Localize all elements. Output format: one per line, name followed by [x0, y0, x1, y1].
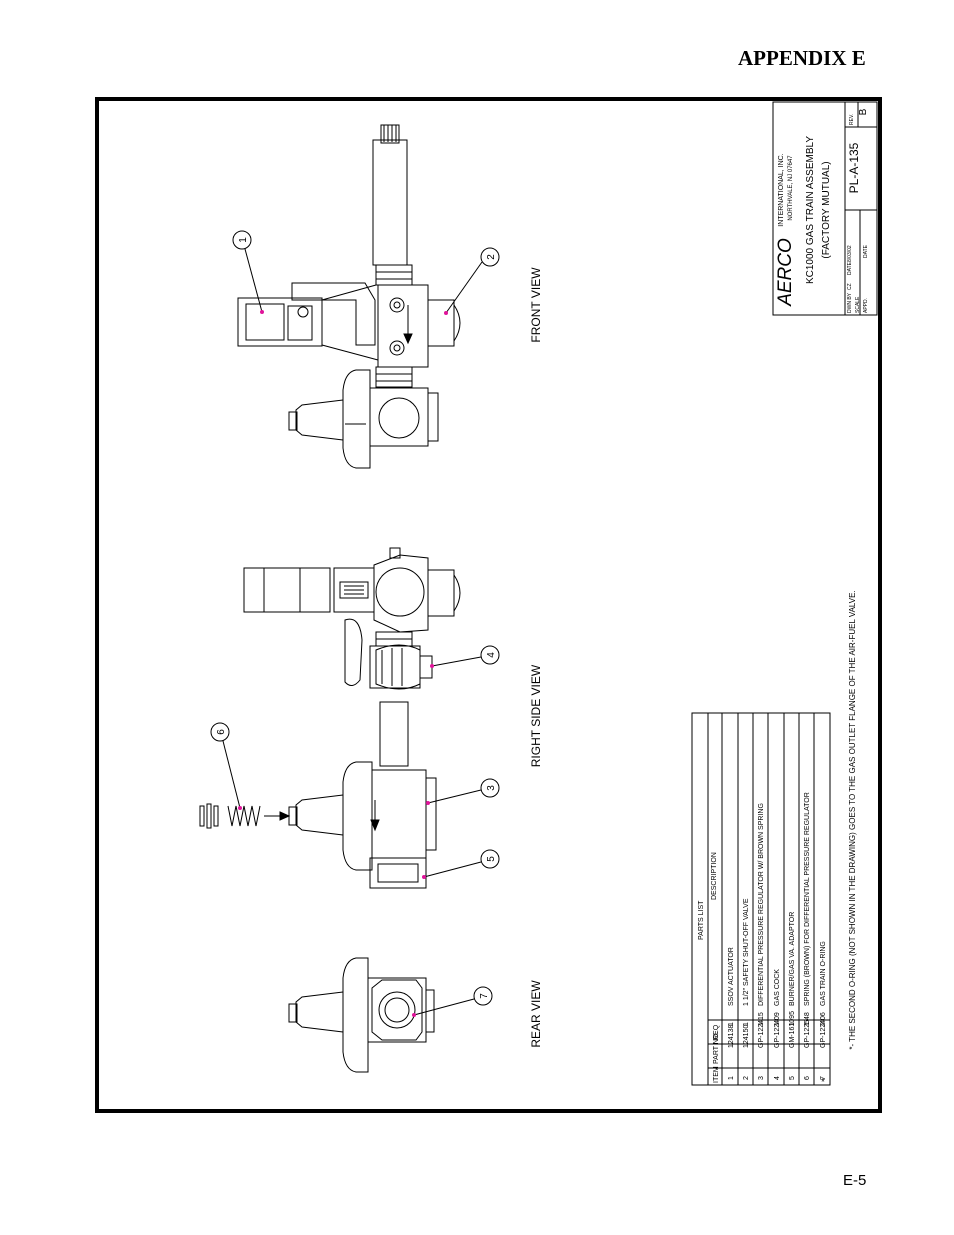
row-star: * [821, 1077, 825, 1088]
drawing-title-line1: KC1000 GAS TRAIN ASSEMBLY [805, 136, 816, 284]
parts-cell-description: DIFFERENTIAL PRESSURE REGULATOR W/ BROWN… [758, 803, 765, 1006]
right-side-view-label: RIGHT SIDE VIEW [529, 664, 543, 767]
parts-cell-part-no: 124150 [743, 1025, 750, 1048]
dwn-by-label: DWN BY [847, 292, 853, 313]
parts-cell-part-no: GP-122548 [804, 1012, 811, 1048]
appd-label: APPD. [863, 298, 869, 313]
parts-cell-description: GAS TRAIN O-RING [820, 941, 827, 1006]
dwn-by-value: CZ [847, 283, 853, 290]
parts-cell-item: 2 [743, 1076, 750, 1080]
balloon-7: 7 [479, 993, 490, 999]
balloon-2: 2 [486, 254, 497, 260]
parts-cell-part-no: GP-122415 [758, 1012, 765, 1048]
parts-cell-item: 7 [820, 1076, 827, 1080]
balloons [210, 230, 500, 1006]
company-address: NORTHVALE, NJ 07647 [788, 155, 794, 221]
parts-cell-part-no: GM-161095 [789, 1011, 796, 1048]
rev-label: REV. [849, 114, 855, 125]
appendix-title: APPENDIX E [738, 46, 866, 70]
drawing-frame [95, 97, 882, 1113]
parts-cell-req: 1 [804, 1022, 811, 1026]
parts-list-table [691, 712, 831, 1086]
parts-list-title: PARTS LIST [698, 900, 705, 940]
date-value: 8/03/02 [847, 245, 853, 262]
parts-cell-description: GAS COCK [774, 969, 781, 1006]
parts-cell-description: SPRING (BROWN) FOR DIFFERENTIAL PRESSURE… [804, 792, 811, 1006]
parts-cell-req: 1 [728, 1022, 735, 1026]
right-side-view-drawing [199, 547, 461, 889]
leader-lines [222, 248, 483, 1016]
parts-cell-description: SSOV ACTUATOR [728, 947, 735, 1006]
parts-cell-item: 6 [804, 1076, 811, 1080]
parts-cell-req: 1 [789, 1022, 796, 1026]
parts-cell-part-no: 124138 [728, 1025, 735, 1048]
parts-cell-item: 3 [758, 1076, 765, 1080]
header-req: REQ [713, 1024, 720, 1040]
rev-value: B [858, 108, 869, 115]
header-description: DESCRIPTION [711, 852, 718, 900]
drawing-note: *- THE SECOND O-RING (NOT SHOWN IN THE D… [848, 590, 857, 1049]
rear-view-label: REAR VIEW [529, 980, 543, 1048]
parts-cell-req: 2 [820, 1022, 827, 1026]
aerco-logo: AERCO [775, 238, 796, 307]
balloon-3: 3 [486, 785, 497, 791]
rear-view-drawing [288, 957, 435, 1073]
parts-cell-part-no: GP-122406 [820, 1012, 827, 1048]
balloon-1: 1 [238, 237, 249, 243]
parts-cell-req: 1 [758, 1022, 765, 1026]
scale-label: SCALE [855, 296, 861, 313]
parts-cell-req: 1 [743, 1022, 750, 1026]
leader-dots [238, 310, 448, 1017]
balloon-5: 5 [486, 856, 497, 862]
parts-cell-item: 4 [774, 1076, 781, 1080]
front-view-label: FRONT VIEW [529, 267, 543, 343]
balloon-6: 6 [216, 729, 227, 735]
header-item: ITEM [713, 1066, 720, 1083]
page-number: E-5 [843, 1172, 867, 1189]
title-block [772, 101, 878, 316]
date-label: DATE [847, 261, 853, 275]
parts-cell-description: BURNER/GAS VA. ADAPTOR [789, 912, 796, 1006]
parts-cell-part-no: GP-122409 [774, 1012, 781, 1048]
drawing-title-line2: (FACTORY MUTUAL) [821, 161, 832, 258]
company-name: INTERNATIONAL, INC. [778, 153, 785, 226]
parts-cell-req: 1 [774, 1022, 781, 1026]
parts-cell-description: 1 1/2" SAFETY SHUT-OFF VALVE [743, 898, 750, 1006]
front-view-drawing [237, 124, 461, 469]
parts-cell-item: 1 [728, 1076, 735, 1080]
drawing-number: PL-A-135 [847, 142, 861, 193]
header-part-no: PART NO. [713, 1032, 720, 1064]
date2-label: DATE [863, 244, 869, 258]
balloon-4: 4 [486, 652, 497, 658]
parts-cell-item: 5 [789, 1076, 796, 1080]
